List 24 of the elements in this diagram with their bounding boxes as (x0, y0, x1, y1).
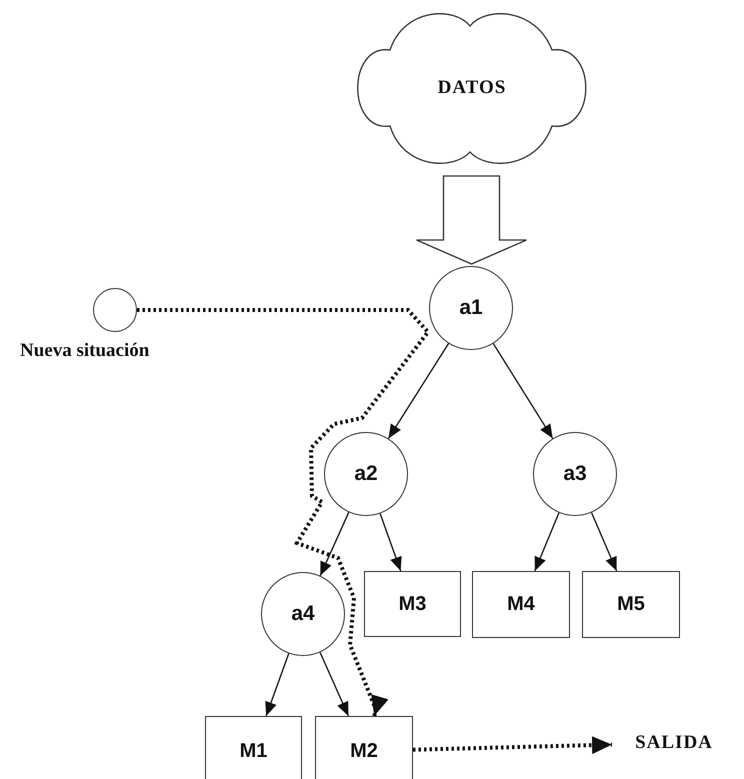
arrow (320, 652, 349, 716)
arrow (388, 343, 450, 439)
arrow (534, 512, 560, 572)
arrow (380, 513, 402, 572)
arrow (492, 343, 554, 439)
leaf-box: M3 (364, 571, 461, 637)
leaf-box: M4 (472, 571, 570, 638)
arrow (590, 512, 618, 572)
arrow (320, 512, 350, 576)
empty-circle (93, 288, 137, 332)
node-caption: Nueva situación (20, 340, 150, 362)
leaf-box: M2 (315, 716, 413, 779)
decision-circle: a4 (261, 572, 345, 656)
decision-circle: a3 (533, 432, 617, 516)
dotted-arrow (412, 736, 612, 754)
decision-circle: a1 (429, 266, 513, 350)
decision-circle: a2 (324, 432, 408, 516)
leaf-box: M1 (205, 716, 302, 779)
output-label: SALIDA (612, 729, 736, 757)
leaf-box: M5 (582, 571, 680, 638)
arrow (265, 653, 290, 716)
dotted-arrow (137, 308, 431, 716)
block-arrow (416, 175, 528, 265)
cloud-label: DATOS (438, 77, 506, 99)
